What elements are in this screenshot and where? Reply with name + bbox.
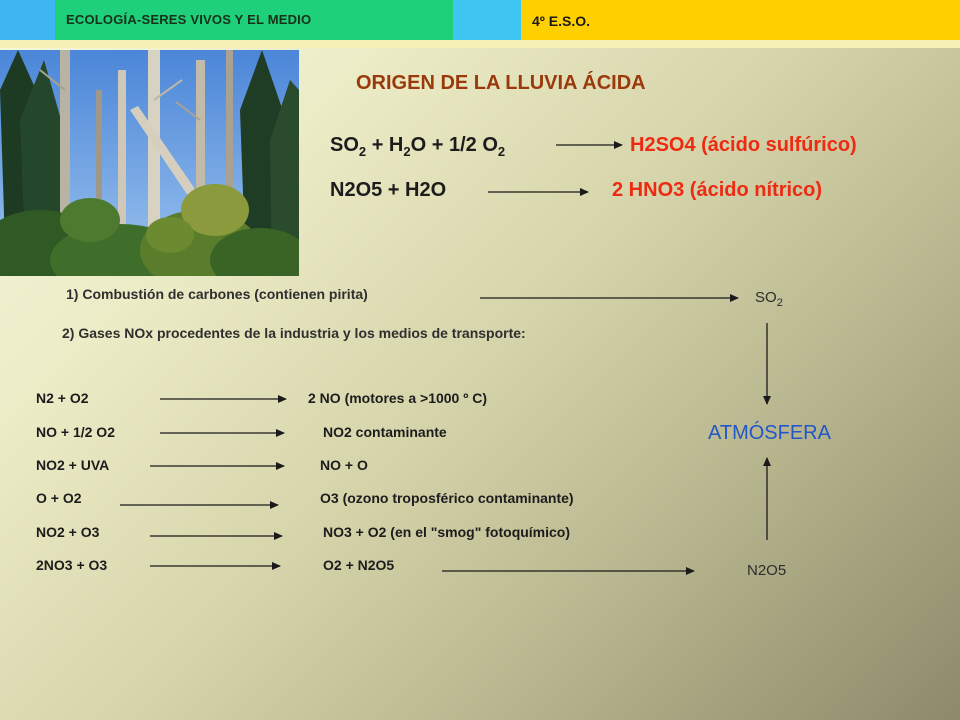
nox-product: O2 + N2O5: [323, 557, 395, 573]
nox-reactants: N2 + O2: [36, 390, 89, 406]
nox-reactants: NO2 + UVA: [36, 457, 110, 473]
reaction-so2-reactants: SO2 + H2O + 1/2 O2: [330, 134, 506, 159]
nox-product: NO + O: [320, 457, 368, 473]
nox-reactants: 2NO3 + O3: [36, 557, 108, 573]
source-nox: 2) Gases NOx procedentes de la industria…: [62, 325, 526, 341]
header-block-course: [521, 0, 960, 40]
nox-product: 2 NO (motores a >1000 º C): [308, 390, 488, 406]
label-atmosphere: ATMÓSFERA: [708, 422, 831, 444]
reaction-so2-product: H2SO4 (ácido sulfúrico): [630, 134, 857, 156]
nox-reactants: NO2 + O3: [36, 524, 100, 540]
header-course: 4º E.S.O.: [532, 13, 591, 29]
header-subject: ECOLOGÍA-SERES VIVOS Y EL MEDIO: [66, 12, 312, 27]
reaction-n2o5-product: 2 HNO3 (ácido nítrico): [612, 179, 823, 201]
page-title: ORIGEN DE LA LLUVIA ÁCIDA: [356, 72, 646, 94]
forest-photo: [0, 50, 299, 276]
reaction-n2o5-reactants: N2O5 + H2O: [330, 179, 447, 201]
source-combustion: 1) Combustión de carbones (contienen pir…: [66, 286, 368, 302]
nox-reactants: NO + 1/2 O2: [36, 424, 115, 440]
header-block-left: [0, 0, 55, 40]
header-block-subject: [55, 0, 453, 40]
header-strip: [0, 40, 960, 48]
nox-product: O3 (ozono troposférico contaminante): [320, 490, 574, 506]
nox-reactants: O + O2: [36, 490, 82, 506]
nox-product: NO2 contaminante: [323, 424, 447, 440]
nox-product: NO3 + O2 (en el "smog" fotoquímico): [323, 524, 571, 540]
label-n2o5: N2O5: [747, 562, 787, 579]
header-block-middle: [453, 0, 521, 40]
label-so2: SO2: [755, 289, 783, 309]
